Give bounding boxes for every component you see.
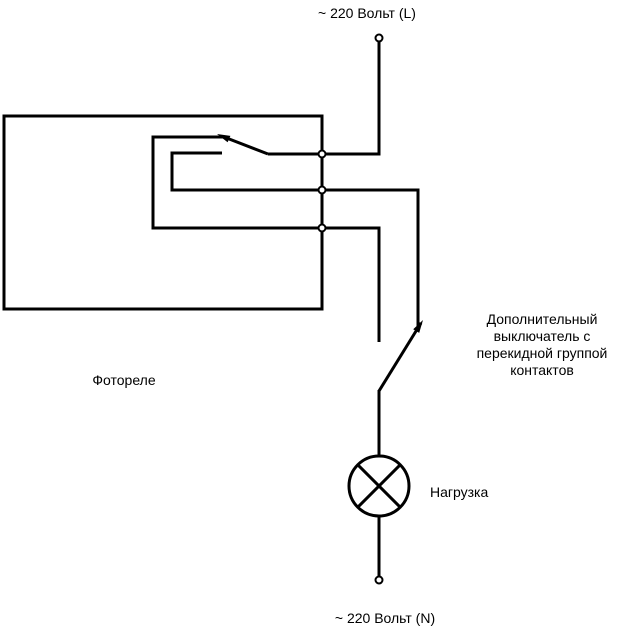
- terminal-3-dot: [317, 223, 327, 233]
- external-switch-label-line2: выключатель с: [494, 328, 591, 344]
- external-switch-label-line1: Дополнительный: [487, 311, 598, 327]
- wire-relay-contact-upper-to-terminal3: [151, 135, 381, 342]
- supply-label-top: ~ 220 Вольт (L): [318, 5, 416, 21]
- wire-relay-contact-lower-to-terminal2: [170, 151, 420, 330]
- load-label: Нагрузка: [430, 484, 488, 500]
- external-switch-blade: [377, 322, 423, 392]
- photorelay-box: [2, 114, 324, 311]
- wire-line-feed: [268, 41, 381, 156]
- supply-label-bottom: ~ 220 Вольт (N): [335, 610, 435, 626]
- relay-switch-blade: [223, 135, 269, 156]
- external-switch-label: Дополнительный выключатель с перекидной …: [477, 311, 608, 378]
- photorelay-label: Фотореле: [92, 372, 155, 388]
- external-switch-arrow-icon: [413, 320, 423, 333]
- relay-blade-arrow-icon: [217, 134, 231, 143]
- supply-terminal-top-dot: [374, 33, 384, 43]
- lamp-cross-line-2: [356, 463, 402, 509]
- external-switch-label-line3: перекидной группой: [477, 345, 608, 361]
- external-switch-label-line4: контактов: [510, 362, 574, 378]
- terminal-1-dot: [317, 149, 327, 159]
- terminal-2-dot: [317, 185, 327, 195]
- supply-terminal-bottom-dot: [374, 575, 384, 585]
